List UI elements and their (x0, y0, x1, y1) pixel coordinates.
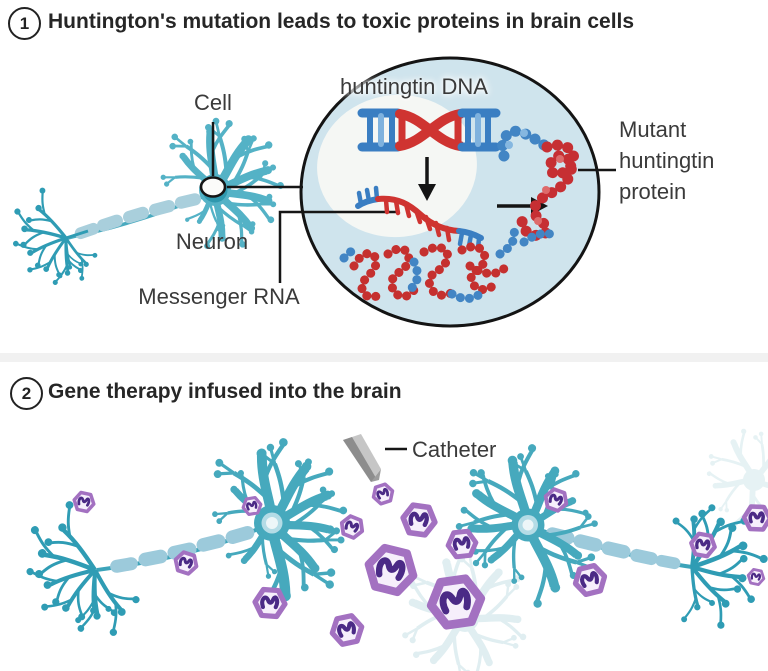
viral-vector-icon (447, 530, 477, 557)
viral-vector-icon (572, 564, 607, 596)
viral-vector-icon (364, 545, 418, 595)
huntingtin-dna-icon (357, 108, 501, 152)
viral-vector-icon (254, 589, 286, 617)
panel-divider (0, 353, 768, 362)
label-huntingtin-dna: huntingtin DNA (340, 74, 488, 99)
viral-vector-icon (369, 480, 397, 508)
label-catheter: Catheter (412, 437, 497, 462)
arrow-down-icon (418, 157, 436, 201)
step-number-2: 2 (10, 377, 43, 410)
protein-aggregates (339, 225, 555, 303)
neuron-icon (447, 444, 606, 608)
viral-vector-icon (336, 512, 368, 542)
panel1-title: Huntington's mutation leads to toxic pro… (48, 10, 635, 33)
ghost-neuron-icon (704, 426, 768, 530)
label-mutant-protein: Mutant huntingtin protein (619, 117, 715, 204)
viral-vector-icon (330, 614, 365, 646)
viral-vector-icon (401, 504, 437, 536)
viral-vector-icon (745, 567, 767, 587)
connector-messenger-rna (278, 210, 398, 283)
viral-vector-icon (70, 489, 98, 515)
panel2-title: Gene therapy infused into the brain (48, 380, 402, 403)
catheter-icon (343, 434, 381, 482)
label-cell: Cell (194, 90, 232, 115)
cell-highlight-ring (199, 176, 227, 198)
viral-vector-icon (744, 506, 768, 529)
step-number-1: 1 (8, 7, 41, 40)
axon-terminal (0, 185, 106, 292)
neuron-icon (205, 434, 353, 613)
label-neuron: Neuron (175, 229, 249, 254)
label-messenger-rna: Messenger RNA (138, 284, 300, 309)
